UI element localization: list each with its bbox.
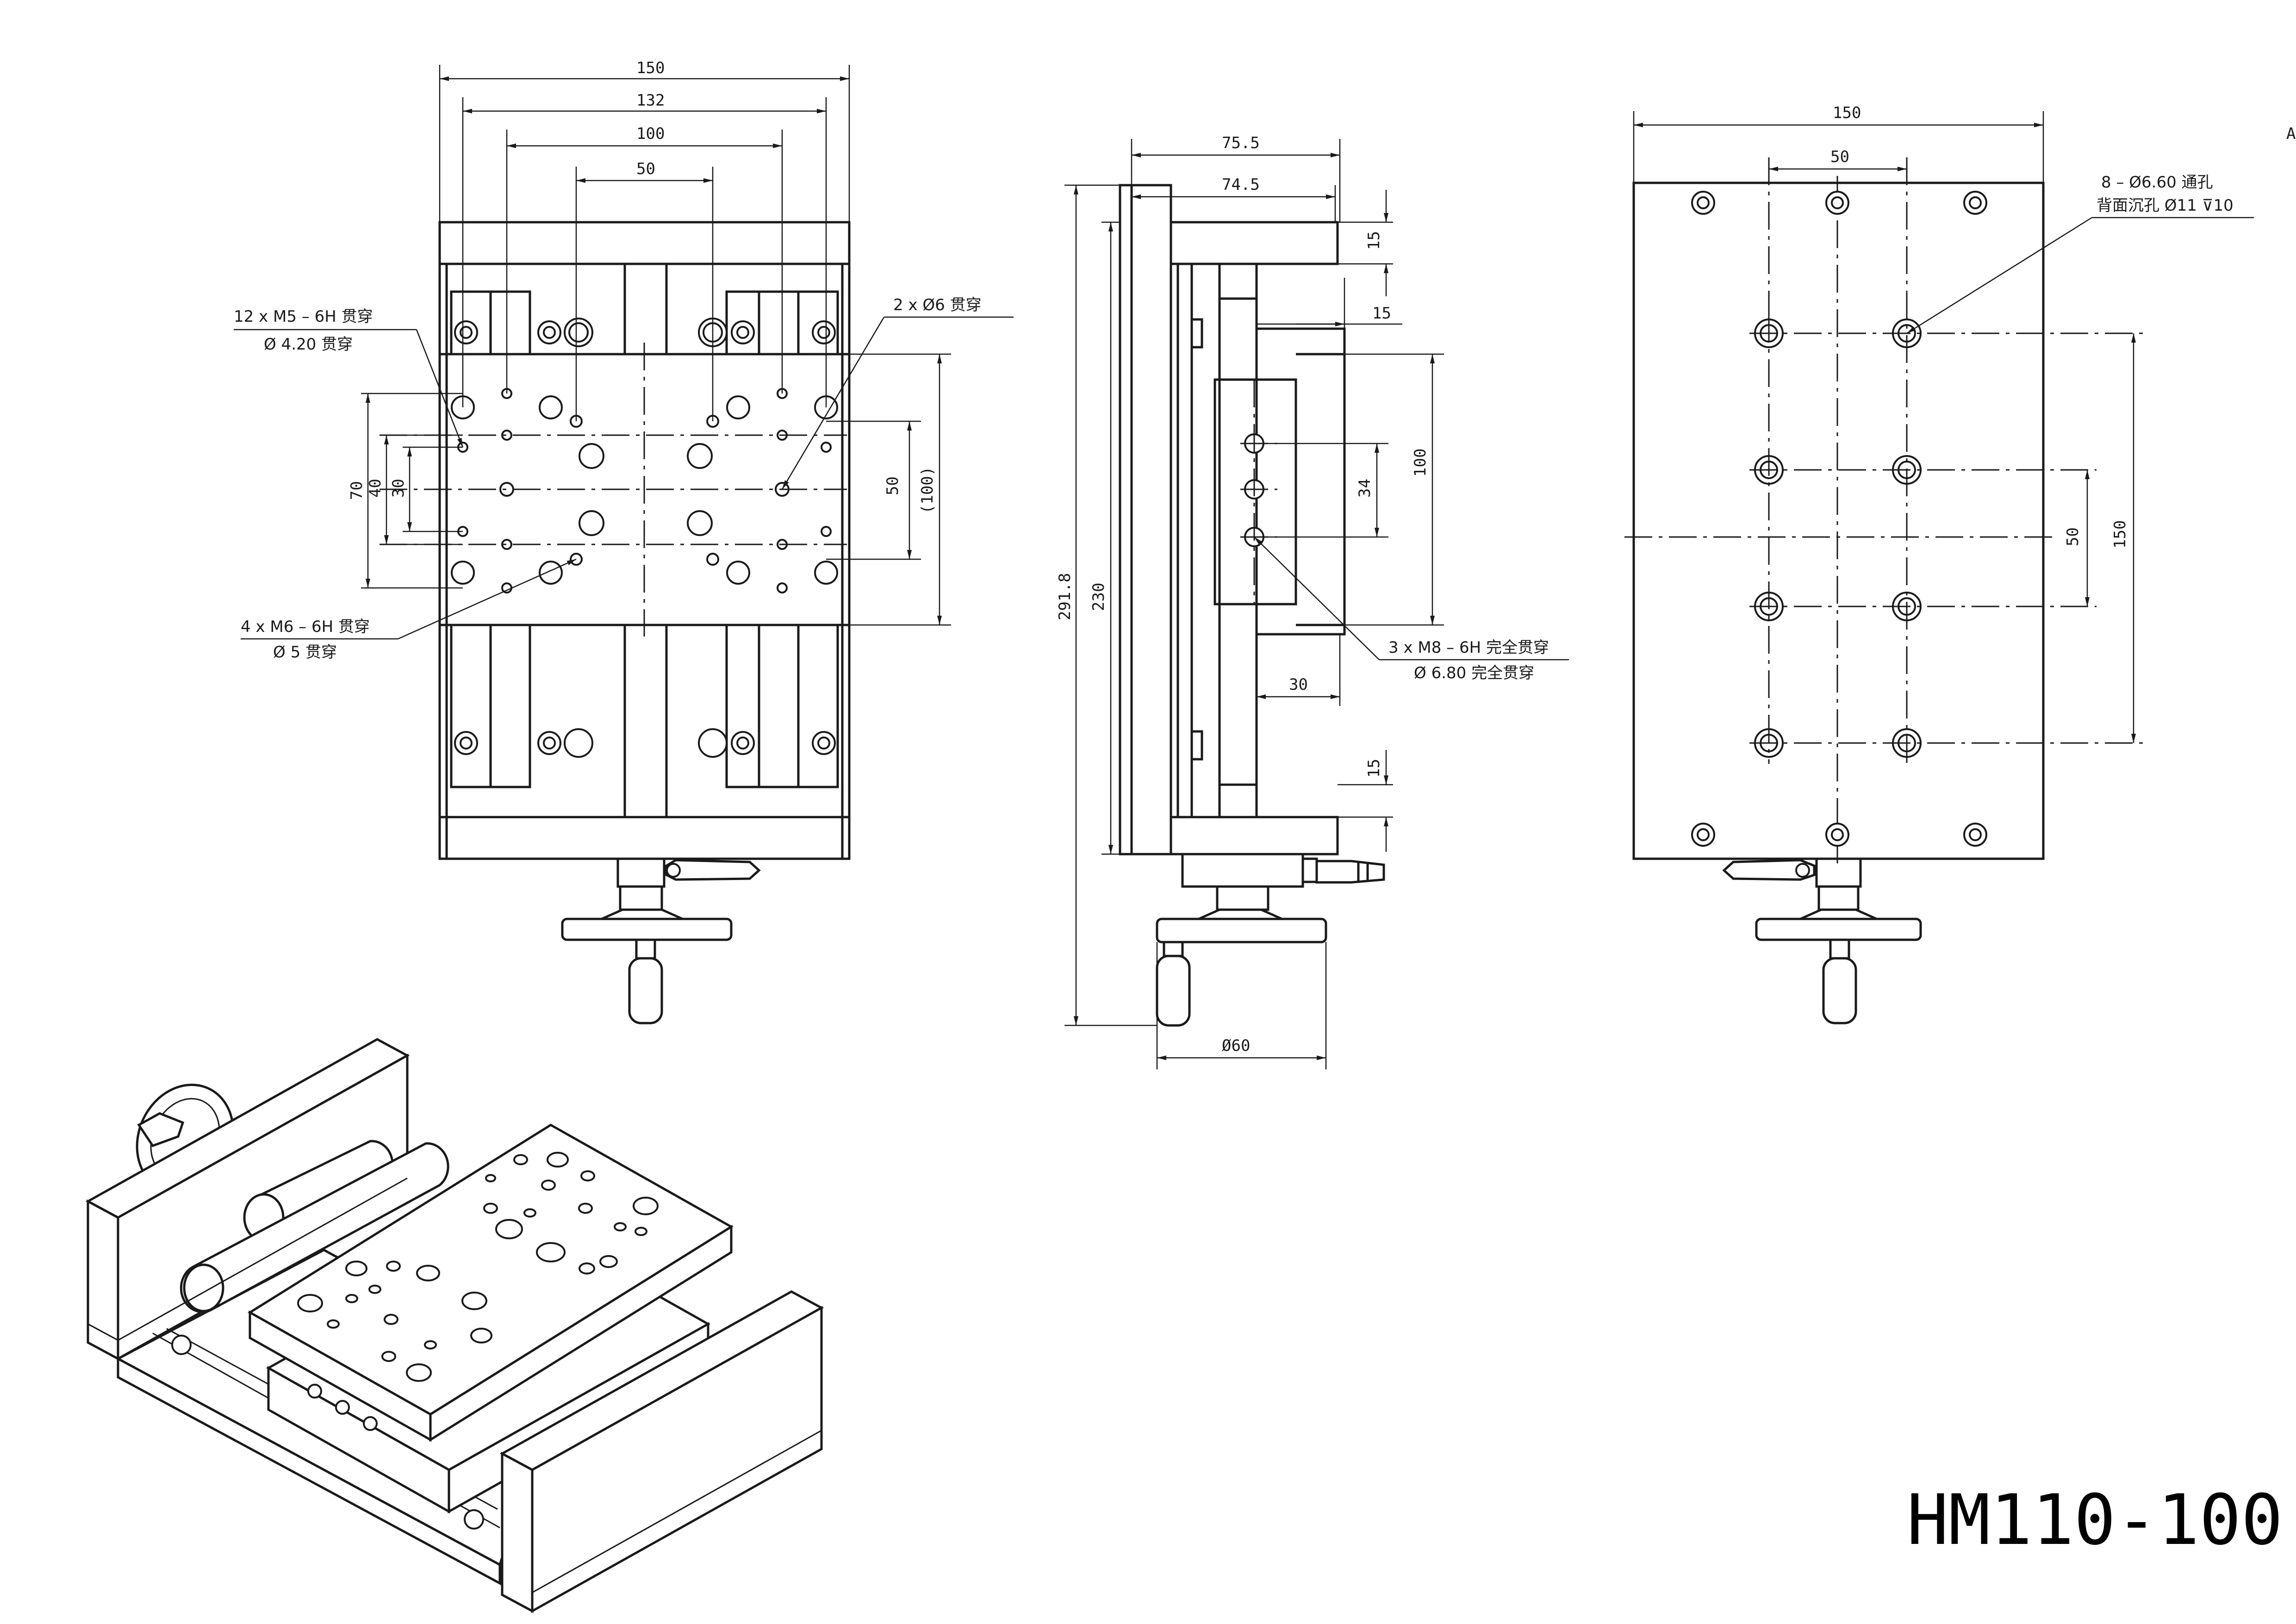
handwheel-front (561, 857, 761, 1024)
dim-side-34: 34 (1356, 479, 1374, 498)
bottom-corner-holes (1691, 191, 1987, 847)
front-view-notes: 12 x M5 – 6H 贯穿 Ø 4.20 贯穿 2 x Ø6 贯穿 4 x … (234, 296, 1014, 662)
dim-bottom-50: 50 (1830, 148, 1849, 166)
isometric-view (85, 1038, 824, 1613)
front-view-dimensions: 150 132 100 50 70 40 30 50 (100) (348, 59, 951, 626)
note-m8-line2: Ø 6.80 完全贯穿 (1414, 664, 1534, 682)
dim-side-15-top: 15 (1365, 231, 1383, 250)
dim-bottom-150-vertical: 150 (2111, 520, 2129, 549)
dim-front-50-vertical: 50 (884, 476, 902, 495)
dim-bottom-150: 150 (1833, 104, 1861, 122)
note-m6-line1: 4 x M6 – 6H 贯穿 (241, 618, 370, 636)
handwheel-side (1156, 853, 1385, 1027)
bottom-view-dimensions: 150 50 50 150 8 – Ø6.60 通孔 背面沉孔 Ø11 ⊽10 (1633, 104, 2254, 743)
note-d6: 2 x Ø6 贯穿 (893, 296, 982, 314)
dim-side-d60: Ø60 (1222, 1037, 1250, 1055)
side-view (1119, 184, 1385, 1027)
table-holes (297, 1152, 659, 1382)
side-view-dimensions: 75.5 74.5 15 15 100 34 291.8 230 30 (1056, 134, 1569, 1069)
dim-bottom-50-vertical: 50 (2064, 527, 2082, 546)
note-hole-line2: 背面沉孔 Ø11 ⊽10 (2097, 196, 2234, 215)
note-m8-line1: 3 x M8 – 6H 完全贯穿 (1388, 638, 1549, 657)
dim-side-100: 100 (1411, 449, 1430, 477)
note-m6-line2: Ø 5 贯穿 (273, 643, 337, 662)
dim-front-40: 40 (366, 479, 385, 498)
dim-side-291-8: 291.8 (1056, 573, 1074, 620)
dim-side-74-5: 74.5 (1222, 175, 1260, 194)
corner-mark: A (2286, 125, 2296, 143)
note-m5-line1: 12 x M5 – 6H 贯穿 (234, 307, 373, 326)
dim-front-50: 50 (636, 160, 655, 178)
front-view (380, 221, 851, 1024)
dim-front-70: 70 (348, 481, 366, 500)
dim-front-132: 132 (636, 91, 665, 110)
dim-side-230: 230 (1089, 583, 1108, 611)
dim-side-15-mid: 15 (1372, 304, 1391, 323)
model-title: HM110-100 (1907, 1480, 2283, 1561)
bottom-view (1624, 157, 2143, 1024)
dim-front-30: 30 (389, 479, 408, 498)
note-m5-line2: Ø 4.20 贯穿 (264, 335, 353, 354)
bottom-through-holes (1749, 157, 2143, 764)
dim-side-15-bottom: 15 (1365, 759, 1383, 778)
dim-front-100: 100 (636, 125, 665, 143)
handwheel-bottom (1722, 857, 1922, 1024)
dim-side-75-5: 75.5 (1222, 134, 1260, 152)
dim-side-30: 30 (1289, 675, 1308, 694)
note-hole-line1: 8 – Ø6.60 通孔 (2101, 173, 2213, 192)
dim-front-150: 150 (636, 59, 665, 77)
dim-front-100-ref: (100) (918, 467, 937, 514)
